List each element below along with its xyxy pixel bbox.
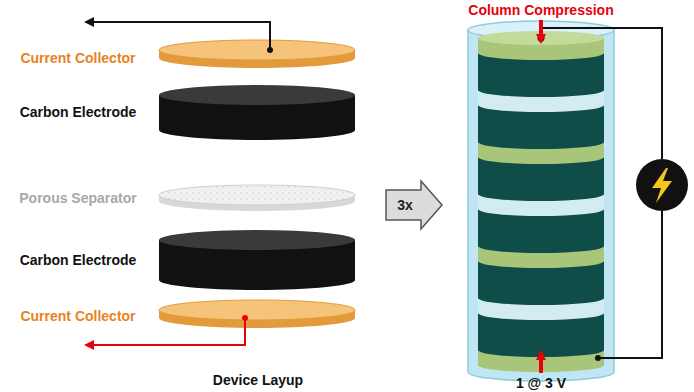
rating-label: 1 @ 3 V bbox=[516, 375, 566, 391]
part-label: Current Collector bbox=[20, 50, 135, 66]
figure-caption: Device Layup bbox=[213, 372, 303, 388]
part-label: Porous Separator bbox=[19, 190, 136, 206]
multiplier-text: 3x bbox=[397, 197, 413, 213]
device-layup bbox=[159, 40, 355, 328]
lead-wires bbox=[86, 22, 273, 345]
power-symbol bbox=[636, 159, 688, 211]
block-arrow: 3x bbox=[385, 180, 443, 230]
part-label: Carbon Electrode bbox=[20, 252, 137, 268]
arrow-shape bbox=[385, 180, 443, 230]
force-label: Column Compression bbox=[468, 2, 613, 18]
part-label: Carbon Electrode bbox=[20, 104, 137, 120]
part-label: Current Collector bbox=[20, 308, 135, 324]
compression-arrows bbox=[541, 20, 542, 373]
cell-stack bbox=[468, 21, 614, 381]
